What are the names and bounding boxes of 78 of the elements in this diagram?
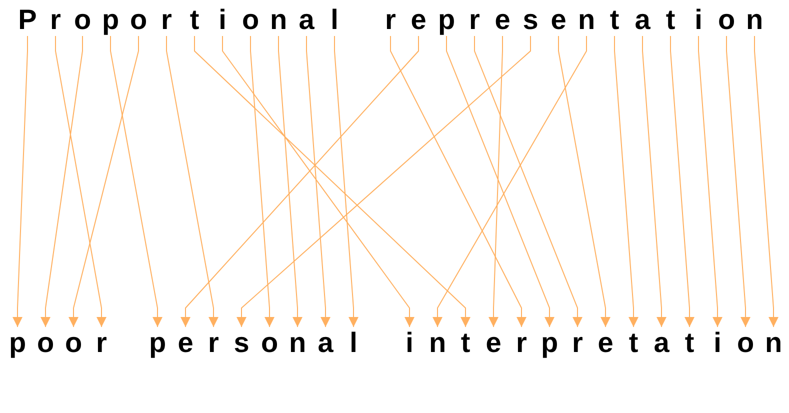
letter: n bbox=[746, 4, 764, 36]
arrow bbox=[68, 36, 139, 328]
arrow bbox=[558, 36, 610, 328]
letter: t bbox=[190, 4, 200, 36]
letter: r bbox=[516, 327, 527, 359]
letter: o bbox=[736, 327, 754, 359]
letter: t bbox=[666, 4, 676, 36]
arrow bbox=[446, 36, 554, 328]
letter: e bbox=[486, 327, 502, 359]
arrow bbox=[670, 36, 694, 328]
letter: n bbox=[428, 327, 446, 359]
letter: p bbox=[148, 327, 166, 359]
letter: a bbox=[318, 327, 334, 359]
letter: o bbox=[242, 4, 260, 36]
letter: a bbox=[298, 4, 314, 36]
letter: o bbox=[130, 4, 148, 36]
letter: p bbox=[438, 4, 456, 36]
arrow bbox=[726, 36, 750, 328]
letter: t bbox=[460, 327, 470, 359]
arrow bbox=[432, 36, 587, 328]
letter: n bbox=[764, 327, 782, 359]
arrow bbox=[180, 36, 419, 328]
letter: i bbox=[714, 327, 722, 359]
letter: e bbox=[494, 4, 510, 36]
letter: l bbox=[330, 4, 338, 36]
letter: a bbox=[634, 4, 650, 36]
arrow bbox=[166, 36, 218, 328]
arrow bbox=[278, 36, 302, 328]
letter: e bbox=[410, 4, 426, 36]
letter: r bbox=[572, 327, 583, 359]
letter: n bbox=[578, 4, 596, 36]
arrow bbox=[12, 36, 28, 328]
letter: t bbox=[684, 327, 694, 359]
letter: s bbox=[522, 4, 538, 36]
letter: s bbox=[234, 327, 250, 359]
arrow bbox=[236, 36, 531, 328]
letter: i bbox=[694, 4, 702, 36]
letter: e bbox=[178, 327, 194, 359]
letter: t bbox=[610, 4, 620, 36]
letter: P bbox=[18, 4, 37, 36]
arrow bbox=[306, 36, 330, 328]
letter: n bbox=[270, 4, 288, 36]
letter: p bbox=[102, 4, 120, 36]
arrow bbox=[194, 36, 470, 328]
arrow bbox=[55, 36, 106, 328]
arrow bbox=[474, 36, 582, 328]
letter: p bbox=[540, 327, 558, 359]
letter: o bbox=[74, 4, 92, 36]
arrow bbox=[754, 36, 778, 328]
arrow bbox=[222, 36, 414, 328]
letter: r bbox=[208, 327, 219, 359]
letter: e bbox=[598, 327, 614, 359]
letter: o bbox=[64, 327, 82, 359]
letter: o bbox=[718, 4, 736, 36]
letter: r bbox=[161, 4, 172, 36]
letter: r bbox=[96, 327, 107, 359]
arrow bbox=[642, 36, 666, 328]
letter: o bbox=[260, 327, 278, 359]
arrow bbox=[488, 36, 503, 328]
letter: i bbox=[218, 4, 226, 36]
arrow bbox=[698, 36, 722, 328]
letter: l bbox=[350, 327, 358, 359]
letter: i bbox=[406, 327, 414, 359]
arrow bbox=[110, 36, 162, 328]
letter: t bbox=[628, 327, 638, 359]
arrow bbox=[250, 36, 274, 328]
letter: n bbox=[288, 327, 306, 359]
letter: o bbox=[36, 327, 54, 359]
letter: p bbox=[8, 327, 26, 359]
arrow bbox=[40, 36, 83, 328]
arrow bbox=[334, 36, 358, 328]
letter: a bbox=[654, 327, 670, 359]
arrow bbox=[614, 36, 638, 328]
letter: r bbox=[50, 4, 61, 36]
letter: r bbox=[385, 4, 396, 36]
letter: e bbox=[550, 4, 566, 36]
letter: r bbox=[469, 4, 480, 36]
arrow bbox=[390, 36, 526, 328]
